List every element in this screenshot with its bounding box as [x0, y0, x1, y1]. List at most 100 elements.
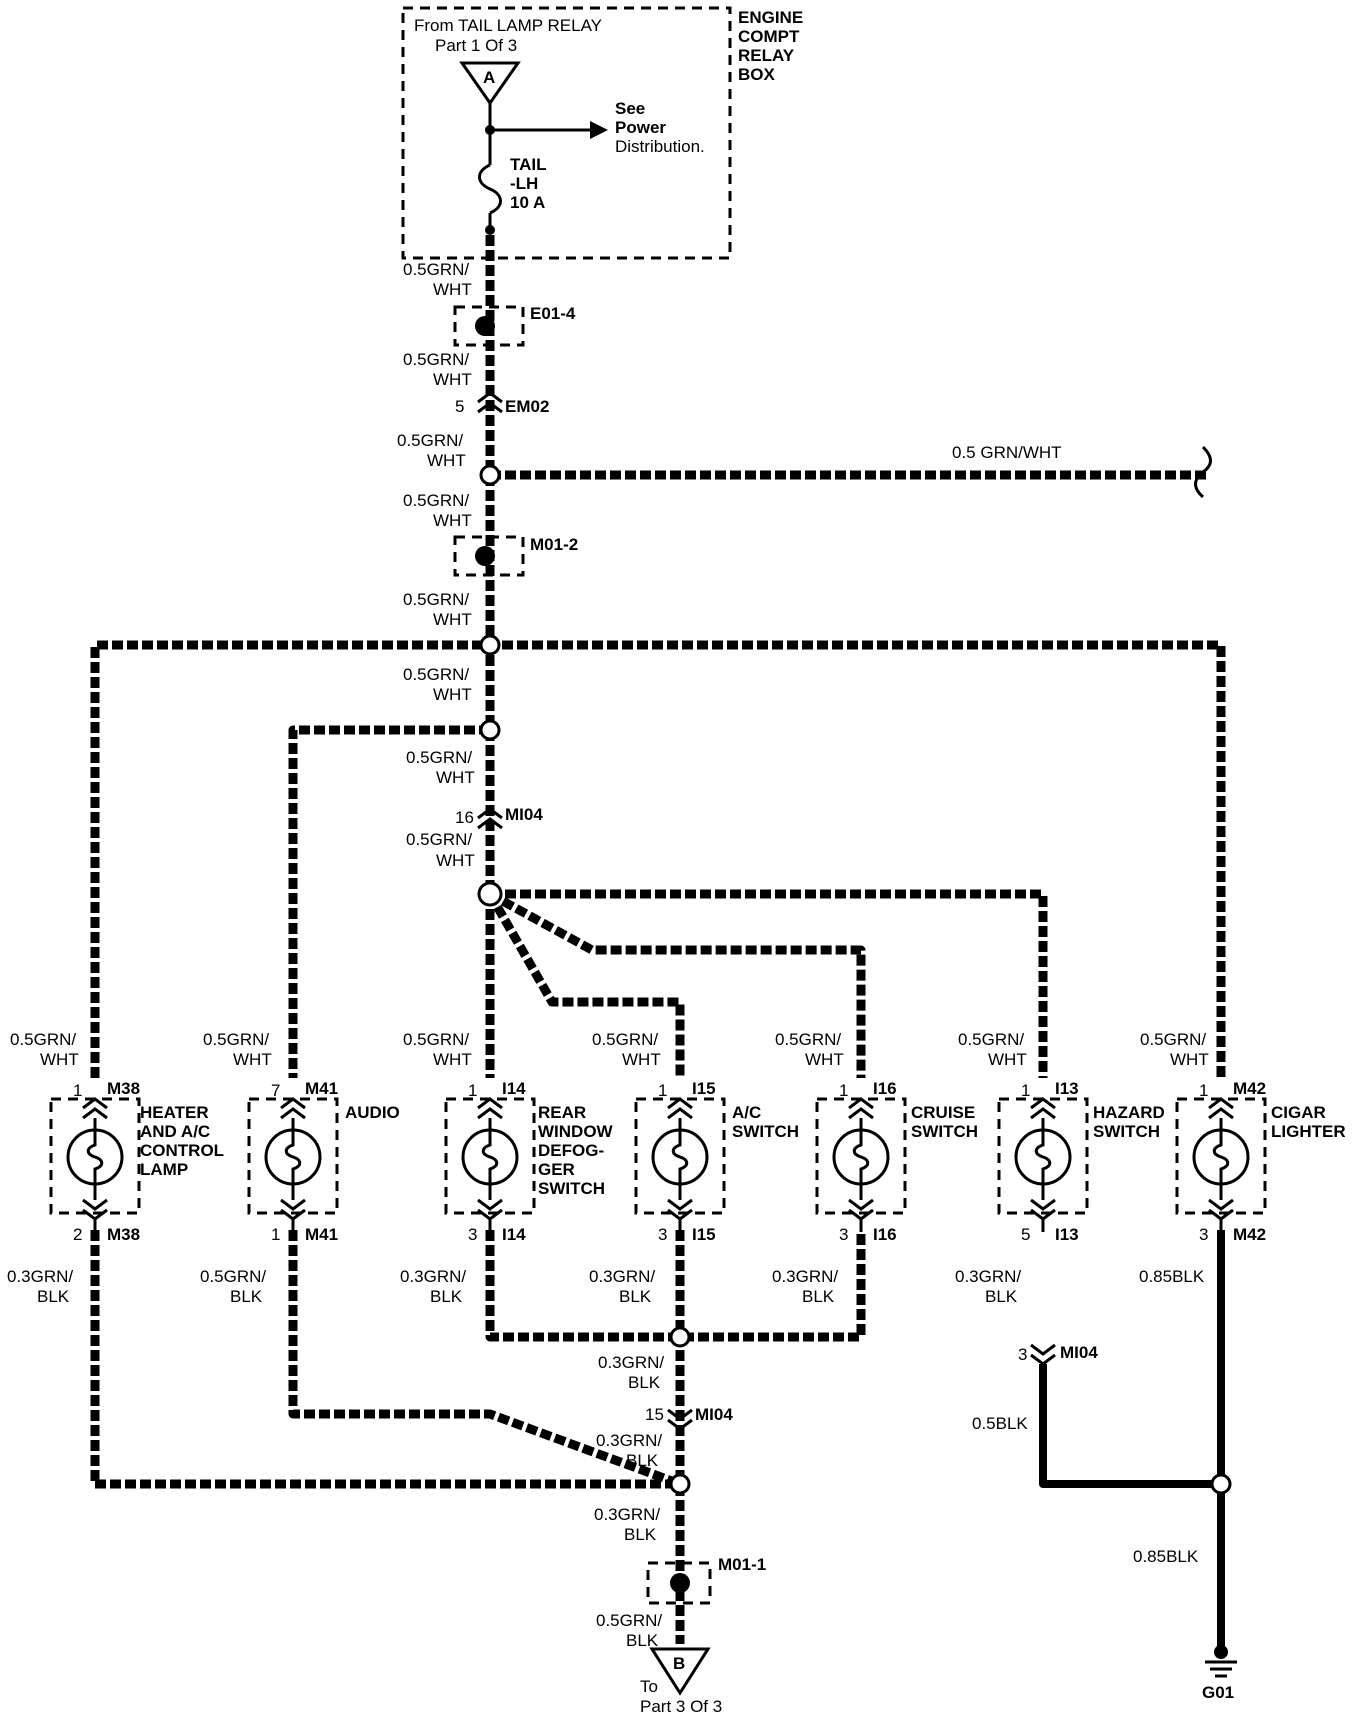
bottom-wire-label-b: BLK — [626, 1631, 659, 1650]
connector-a-label: A — [483, 68, 495, 87]
cruise-switch-feed-wire — [487, 890, 866, 1078]
mid-wire-label-2a: 0.3GRN/ — [596, 1431, 662, 1450]
component-name-label: WINDOW — [538, 1122, 614, 1141]
mi04-mid-connector-icon — [667, 1408, 693, 1431]
e01-4-pin — [475, 316, 495, 336]
mid-wire-label-1b: BLK — [628, 1373, 661, 1392]
component-top-connector: I16 — [873, 1079, 897, 1098]
component-bottom-wire-label-b: BLK — [802, 1287, 835, 1306]
mi04-right-pin: 3 — [1018, 1345, 1027, 1364]
trunk-wire-label-7b: WHT — [436, 768, 475, 787]
component-top-pin: 1 — [1021, 1081, 1030, 1100]
component-bottom-wire-label-a: 0.3GRN/ — [772, 1267, 838, 1286]
component-top-connector: M42 — [1233, 1079, 1266, 1098]
connector-a-triangle — [459, 61, 521, 106]
lamp-filament-icon — [852, 1130, 870, 1184]
component-bottom-pin: 3 — [1199, 1225, 1208, 1244]
component-name-label: A/C — [732, 1103, 761, 1122]
trunk-wire-label-1b: WHT — [433, 280, 472, 299]
fuse-symbol-icon — [478, 163, 502, 215]
component-top-connector-icon — [1030, 1097, 1056, 1120]
lamp-filament-icon — [1212, 1130, 1230, 1184]
trunk-wire-label-6a: 0.5GRN/ — [403, 665, 469, 684]
component-name-label: CRUISE — [911, 1103, 975, 1122]
mi04-right-connector-icon — [1030, 1343, 1056, 1366]
relay-box-label-4: BOX — [738, 65, 776, 84]
component-bottom-connector: I13 — [1055, 1225, 1079, 1244]
component-top-pin: 1 — [839, 1081, 848, 1100]
component-top-connector: I14 — [502, 1079, 526, 1098]
component-top-wire-label-a: 0.5GRN/ — [775, 1030, 841, 1049]
component-bottom-connector: M38 — [107, 1225, 140, 1244]
component-top-wire-label-a: 0.5GRN/ — [1140, 1030, 1206, 1049]
component-bottom-wire-label-b: BLK — [430, 1287, 463, 1306]
component-top-connector-icon — [82, 1097, 108, 1120]
component-name-label: SWITCH — [1093, 1122, 1160, 1141]
component-bottom-wire-label-a: 0.3GRN/ — [7, 1267, 73, 1286]
mi04-top-label: MI04 — [505, 805, 543, 824]
component-top-wire-label-b: WHT — [40, 1050, 79, 1069]
component-top-pin: 1 — [1199, 1081, 1208, 1100]
splice-2 — [479, 634, 501, 656]
relay-box-label-1: ENGINE — [738, 8, 803, 27]
component-top-connector: M41 — [305, 1079, 338, 1098]
component-bottom-pin: 3 — [658, 1225, 667, 1244]
mi04-mid-label: MI04 — [695, 1405, 733, 1424]
hazard-ground-wire — [1039, 1364, 1221, 1488]
power-dist-arrow-icon — [590, 121, 608, 139]
component-top-connector-icon — [667, 1097, 693, 1120]
component-top-pin: 7 — [271, 1081, 280, 1100]
splice-3 — [479, 719, 501, 741]
component-bottom-pin: 5 — [1021, 1225, 1030, 1244]
component-top-wire-label-b: WHT — [988, 1050, 1027, 1069]
right-branch-label: 0.5 GRN/WHT — [952, 443, 1062, 462]
relay-box-outline — [401, 6, 732, 260]
component-top-wire-label-a: 0.5GRN/ — [10, 1030, 76, 1049]
m01-1-label: M01-1 — [718, 1555, 766, 1574]
m01-1-pin — [670, 1573, 690, 1593]
component-name-label: AND A/C — [140, 1122, 210, 1141]
component-top-connector: M38 — [107, 1079, 140, 1098]
component-bottom-pin: 1 — [271, 1225, 280, 1244]
component-bottom-connector-icon — [667, 1198, 693, 1221]
audio-ground-wire — [288, 1230, 682, 1489]
connector-b-label: B — [673, 1654, 685, 1673]
trunk-wire-label-8b: WHT — [436, 851, 475, 870]
splice-7 — [1210, 1473, 1232, 1495]
component-bottom-wire-label-b: BLK — [619, 1287, 652, 1306]
component-name-label: GER — [538, 1160, 575, 1179]
lamp-filament-icon — [671, 1130, 689, 1184]
component-bottom-pin: 3 — [839, 1225, 848, 1244]
component-name-label: HAZARD — [1093, 1103, 1165, 1122]
component-bottom-connector-icon — [280, 1198, 306, 1221]
hazard-ground-wire-label: 0.5BLK — [972, 1414, 1028, 1433]
component-name-label: LAMP — [140, 1160, 188, 1179]
trunk-wire-label-3b: WHT — [427, 451, 466, 470]
component-top-wire-label-b: WHT — [622, 1050, 661, 1069]
mi04-top-connector-icon — [477, 807, 503, 830]
component-bottom-wire-label: 0.85BLK — [1139, 1267, 1205, 1286]
component-bottom-wire-label-a: 0.3GRN/ — [589, 1267, 655, 1286]
component-top-connector-icon — [280, 1097, 306, 1120]
component-bottom-connector: I14 — [502, 1225, 526, 1244]
to-part-label: Part 3 Of 3 — [640, 1697, 722, 1716]
lamp-filament-icon — [1034, 1130, 1052, 1184]
component-bottom-pin: 3 — [468, 1225, 477, 1244]
component-top-pin: 1 — [658, 1081, 667, 1100]
splice-1 — [479, 464, 501, 486]
component-top-wire-label-b: WHT — [433, 1050, 472, 1069]
component-top-pin: 1 — [73, 1081, 82, 1100]
to-label: To — [640, 1677, 658, 1696]
component-top-pin: 1 — [468, 1081, 477, 1100]
component-name-label: SWITCH — [538, 1179, 605, 1198]
component-name-label: HEATER — [140, 1103, 209, 1122]
mi04-mid-pin: 15 — [645, 1405, 664, 1424]
ground-label: G01 — [1202, 1683, 1234, 1702]
